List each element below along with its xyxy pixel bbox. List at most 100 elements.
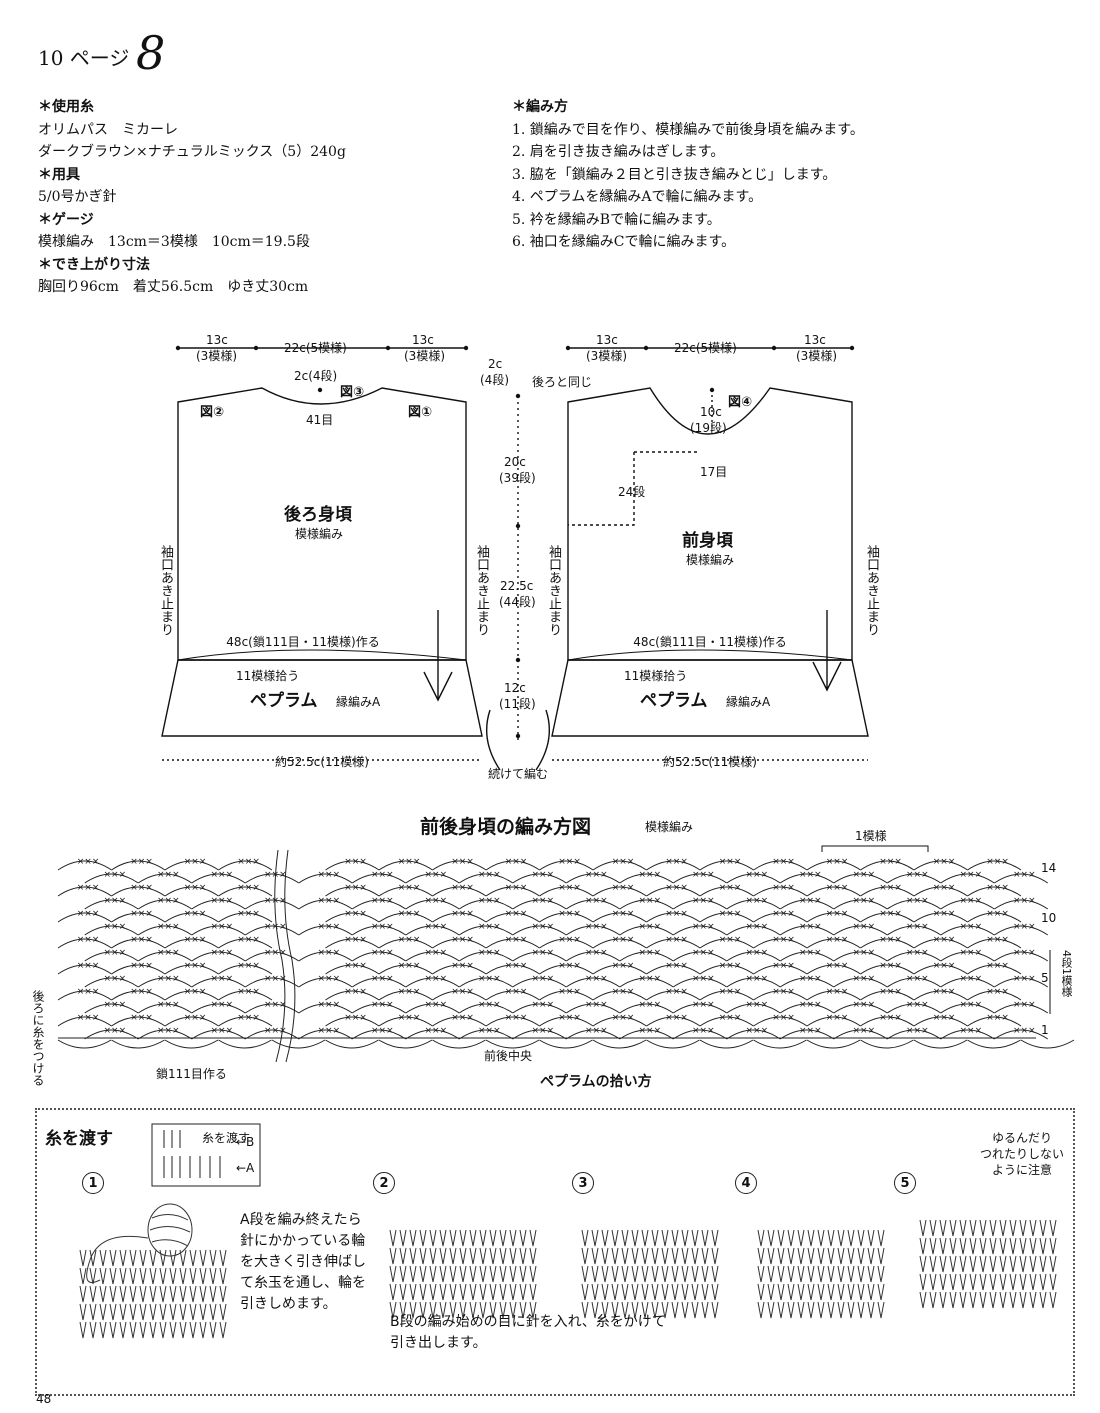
chart-arc — [137, 1029, 193, 1040]
swatch-stitch — [817, 1301, 825, 1319]
swatch-stitch — [439, 1247, 447, 1265]
swatch-stitch — [519, 1247, 527, 1265]
chart-cross: ××× — [425, 1026, 448, 1036]
chart-cross: ××× — [960, 1026, 983, 1036]
swatch-stitch — [529, 1247, 537, 1265]
chart-cross: ××× — [104, 870, 127, 880]
swatch-stitch — [949, 1255, 957, 1273]
swatch-stitch — [601, 1301, 609, 1319]
tip-legend-b: ←B — [236, 1135, 254, 1149]
chart-cross: ××× — [639, 922, 662, 932]
tip-text-line: 引き出します。 — [390, 1335, 487, 1351]
swatch-stitch — [827, 1247, 835, 1265]
swatch-stitch — [109, 1303, 117, 1321]
swatch-stitch — [787, 1283, 795, 1301]
swatch-stitch — [469, 1301, 477, 1319]
chart-cross: ××× — [719, 987, 742, 997]
swatch-stitch — [691, 1247, 699, 1265]
chart-arc — [913, 938, 968, 949]
swatch-stitch — [449, 1247, 457, 1265]
chart-arc — [886, 951, 942, 962]
swatch-stitch — [169, 1267, 177, 1285]
swatch-stitch — [149, 1285, 157, 1303]
swatch-stitch — [929, 1219, 937, 1237]
swatch-stitch — [691, 1283, 699, 1301]
chart-arc — [137, 951, 193, 962]
swatch-stitch — [999, 1219, 1007, 1237]
chart-arc — [512, 951, 567, 962]
swatch-stitch — [219, 1321, 227, 1339]
swatch-stitch — [757, 1301, 765, 1319]
chart-cross: ××× — [719, 909, 742, 919]
chart-cross: ××× — [986, 961, 1009, 971]
chart-arc — [191, 925, 246, 936]
chart-arc — [485, 938, 540, 949]
swatch-stitch — [621, 1301, 629, 1319]
swatch-stitch — [149, 1321, 157, 1339]
chart-cross: ××× — [639, 974, 662, 984]
chart-arc — [646, 912, 701, 923]
chart-cross: ××× — [104, 948, 127, 958]
chart-arc — [298, 873, 353, 884]
instruction-step: 3. 脇を「鎖編み２目と引き抜き編みとじ」します。 — [512, 166, 837, 183]
swatch-stitch — [1049, 1219, 1057, 1237]
chart-cross: ××× — [639, 870, 662, 880]
row-label: 1 — [1041, 1023, 1049, 1037]
chart-arc — [779, 977, 835, 988]
chart-arc — [164, 912, 219, 923]
chart-cross: ××× — [879, 883, 902, 893]
chart-center-label: 前後中央 — [484, 1048, 532, 1063]
front-top-right-dim: 13c — [804, 333, 826, 347]
chart-cross: ××× — [451, 883, 474, 893]
swatch-stitch — [499, 1265, 507, 1283]
chart-arc — [779, 899, 835, 910]
chart-cross: ××× — [799, 870, 822, 880]
chart-cross: ××× — [130, 883, 153, 893]
swatch-stitch — [509, 1247, 517, 1265]
chart-cross: ××× — [425, 870, 448, 880]
swatch-stitch — [529, 1265, 537, 1283]
chart-arc — [993, 925, 1049, 936]
chart-arc — [565, 899, 621, 910]
chart-cross: ××× — [585, 948, 608, 958]
chart-cross: ××× — [344, 987, 367, 997]
swatch-stitch — [827, 1265, 835, 1283]
chart-cross: ××× — [692, 1000, 715, 1010]
swatch-stitch — [949, 1273, 957, 1291]
chart-arc — [539, 990, 594, 1001]
swatch-stitch — [827, 1283, 835, 1301]
chart-cross: ××× — [77, 857, 100, 867]
step-number: 3 — [572, 1172, 594, 1194]
chart-cross: ××× — [612, 909, 635, 919]
chart-cross: ××× — [612, 961, 635, 971]
chart-arc — [993, 1029, 1049, 1040]
chart-arc — [405, 1029, 460, 1040]
chart-arc — [485, 860, 540, 871]
swatch-stitch — [837, 1229, 845, 1247]
swatch-stitch — [919, 1273, 927, 1291]
tip-text-line: B段の編み始めの目に針を入れ、糸をかけて — [390, 1314, 666, 1330]
chart-arc — [325, 964, 380, 975]
chart-cross: ××× — [906, 948, 929, 958]
swatch-stitch — [611, 1229, 619, 1247]
chart-cross: ××× — [799, 896, 822, 906]
swatch-stitch — [939, 1273, 947, 1291]
front-neck-rows: 24段 — [618, 484, 645, 499]
swatch-stitch — [399, 1283, 407, 1301]
swatch-stitch — [999, 1273, 1007, 1291]
chart-arc — [191, 899, 246, 910]
chart-arc — [351, 873, 407, 884]
swatch-stitch — [1009, 1291, 1017, 1309]
swatch-stitch — [989, 1273, 997, 1291]
chart-title: 前後身頃の編み方図 — [420, 816, 592, 838]
chart-cross: ××× — [104, 896, 127, 906]
chart-cross: ××× — [425, 974, 448, 984]
foundation-arc — [592, 1039, 647, 1049]
foundation-arc — [111, 1039, 165, 1049]
chart-arc — [298, 925, 353, 936]
chart-arc — [753, 964, 808, 975]
step-number: 2 — [373, 1172, 395, 1194]
foundation-arc — [57, 1039, 112, 1049]
swatch-stitch — [757, 1283, 765, 1301]
chart-arc — [672, 925, 728, 936]
